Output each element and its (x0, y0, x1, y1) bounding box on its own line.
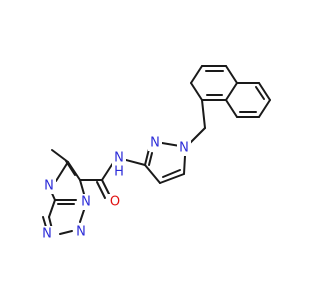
bond (258, 82, 271, 101)
molecule-diagram: N N N N O N H N N (40, 65, 271, 242)
bond (183, 155, 186, 175)
atom-amide-n: N (114, 151, 124, 166)
bond (162, 169, 181, 178)
bond (144, 164, 161, 184)
bond (159, 173, 185, 184)
atom-n-bridge-lower: N (44, 179, 54, 194)
bond (125, 159, 146, 166)
atom-labels: N N N N O N H N N (40, 135, 191, 242)
bond (101, 162, 114, 181)
bonds (42, 65, 271, 235)
atom-amide-h: H (114, 165, 124, 180)
bond (67, 161, 81, 181)
bond (225, 65, 238, 84)
bond (190, 65, 203, 84)
bond (55, 161, 69, 182)
atom-amide-o: O (110, 195, 120, 210)
bond (42, 216, 47, 228)
bond (101, 179, 111, 197)
bond (144, 148, 150, 166)
bond (190, 82, 203, 101)
bond (201, 99, 206, 129)
bond (258, 99, 271, 118)
bond (96, 181, 106, 199)
atom-n-bridge-upper: N (81, 195, 91, 210)
bond (79, 179, 85, 195)
atom-n-triazole-left: N (42, 227, 52, 242)
atom-pyrazole-n1: N (179, 141, 189, 156)
bond (51, 149, 69, 163)
bond (148, 152, 153, 166)
bond (225, 82, 238, 101)
bond (48, 199, 56, 218)
bond (225, 99, 238, 118)
bond (189, 127, 206, 144)
bond (255, 86, 265, 100)
atom-pyrazole-n2: N (150, 136, 160, 151)
bond (59, 230, 73, 235)
atom-n-triazole-bottom: N (76, 225, 86, 240)
